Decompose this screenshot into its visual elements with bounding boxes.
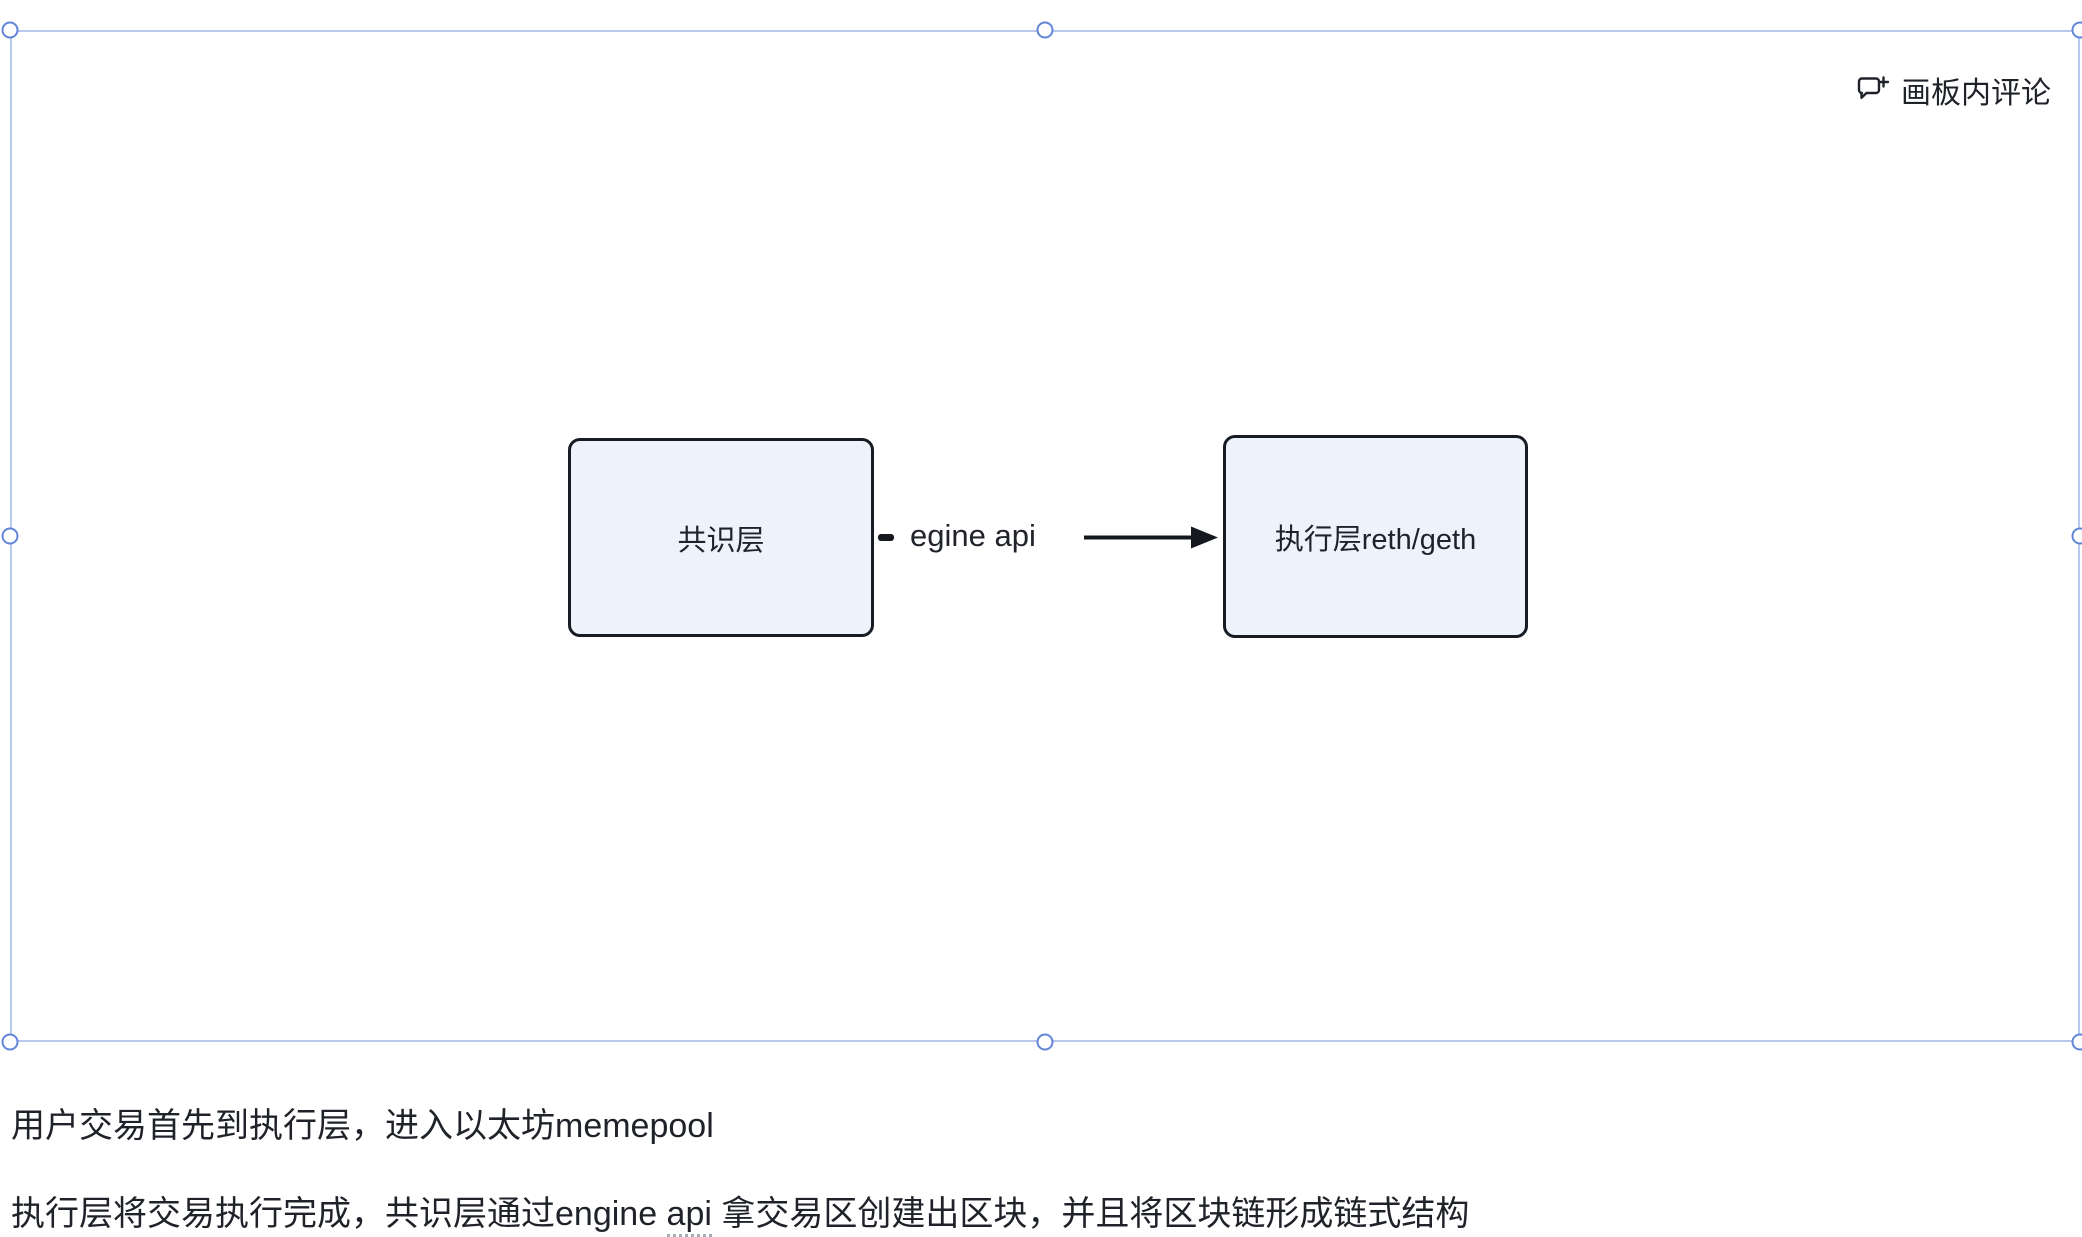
selection-handle-bottom-middle[interactable] bbox=[1037, 1034, 1054, 1051]
selection-handle-top-left[interactable] bbox=[2, 22, 19, 39]
board-comment-button[interactable]: 画板内评论 bbox=[1855, 68, 2051, 112]
connector-label[interactable]: egine api bbox=[910, 518, 1036, 554]
board-selection-frame[interactable] bbox=[10, 30, 2080, 1042]
doc-paragraph-2-text-start: 执行层将交易执行完成，共识层通过engine bbox=[11, 1195, 667, 1233]
doc-paragraph-2-spellcheck-word: api bbox=[667, 1195, 712, 1237]
doc-paragraph-2-text-end: 拿交易区创建出区块，并且将区块链形成链式结构 bbox=[712, 1195, 1469, 1233]
selection-handle-middle-left[interactable] bbox=[2, 528, 19, 545]
comment-plus-icon bbox=[1855, 73, 1889, 107]
connector-arrow[interactable] bbox=[1082, 520, 1222, 560]
node-execution-label: 执行层reth/geth bbox=[1275, 516, 1476, 558]
selection-handle-bottom-left[interactable] bbox=[2, 1034, 19, 1051]
node-consensus-label: 共识层 bbox=[677, 517, 764, 559]
doc-paragraph-2[interactable]: 执行层将交易执行完成，共识层通过engine api 拿交易区创建出区块，并且将… bbox=[11, 1186, 1469, 1235]
selection-handle-top-middle[interactable] bbox=[1037, 22, 1054, 39]
doc-paragraph-1-text: 用户交易首先到执行层，进入以太坊memepool bbox=[11, 1107, 714, 1145]
selection-handle-middle-right[interactable] bbox=[2072, 528, 2082, 545]
node-consensus-layer[interactable]: 共识层 bbox=[568, 438, 874, 637]
doc-paragraph-1[interactable]: 用户交易首先到执行层，进入以太坊memepool bbox=[11, 1098, 714, 1147]
node-execution-layer[interactable]: 执行层reth/geth bbox=[1223, 435, 1528, 638]
selection-handle-bottom-right[interactable] bbox=[2072, 1034, 2082, 1051]
board-comment-label: 画板内评论 bbox=[1901, 68, 2051, 112]
connector-stub[interactable] bbox=[878, 534, 894, 541]
selection-handle-top-right[interactable] bbox=[2072, 22, 2082, 39]
